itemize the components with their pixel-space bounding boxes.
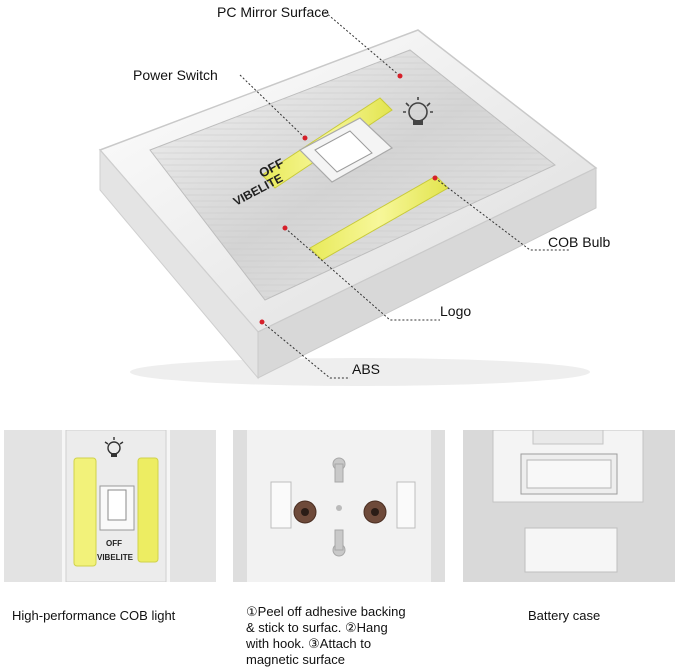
thumb-cob-right (137, 457, 159, 563)
callout-leader-lines (239, 11, 570, 379)
pc-mirror-face (149, 49, 556, 301)
caption-cob-light: High-performance COB light (12, 608, 176, 623)
callout-pc-mirror-surface: PC Mirror Surface (217, 4, 330, 20)
caption-mounting-line-1: ①Peel off adhesive backing (246, 604, 406, 619)
device-shadow (130, 358, 590, 386)
callout-cob-bulb: COB Bulb (548, 234, 611, 250)
caption-mounting-line-2: & stick to surfac. ②Hang (246, 620, 388, 635)
thumb-bulb-icon (104, 437, 124, 457)
callout-abs: ABS (352, 361, 381, 377)
callout-power-switch: Power Switch (133, 67, 218, 83)
thumb-switch-toggle (107, 489, 127, 521)
thumbnail-cob-light: OFF VIBELITE (4, 430, 216, 582)
thumbnail-back-side (233, 430, 445, 582)
adhesive-pad-right (396, 481, 416, 529)
adhesive-pad-left (270, 481, 292, 529)
bulb-icon (403, 97, 433, 125)
keyhole-bottom (332, 529, 346, 557)
keyhole-top (332, 457, 346, 483)
callout-logo: Logo (440, 303, 472, 319)
thumb-cob-left (73, 457, 97, 567)
caption-mounting: ①Peel off adhesive backing & stick to su… (246, 604, 406, 668)
caption-battery-case: Battery case (528, 608, 601, 623)
thumb-brand-label: VIBELITE (97, 553, 134, 562)
caption-mounting-line-3: with hook. ③Attach to (246, 636, 372, 651)
product-hero-image: OFF VIBELITE (98, 11, 598, 386)
callout-marker-dots (259, 73, 438, 325)
caption-mounting-line-4: magnetic surface (246, 652, 345, 667)
battery-cover (524, 527, 618, 573)
thumb-off-label: OFF (106, 539, 122, 548)
center-screw-hole (336, 505, 342, 511)
power-switch-graphic (299, 117, 394, 183)
thumbnail-battery-case (463, 430, 675, 582)
